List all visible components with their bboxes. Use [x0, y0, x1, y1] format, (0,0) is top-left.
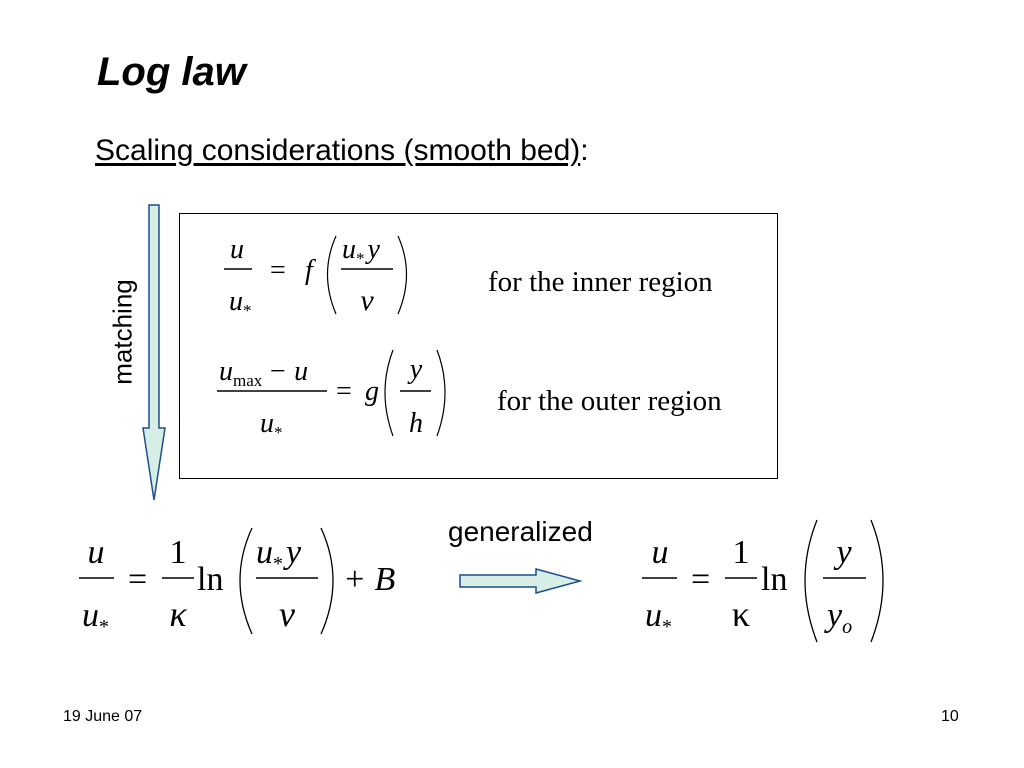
inner-equals: = [270, 255, 286, 286]
page-number: 10 [941, 708, 959, 725]
generalized-label: generalized [448, 516, 593, 547]
subtitle-suffix: : [580, 134, 589, 167]
gen-coef-den: κ [732, 594, 750, 634]
slide-title: Log law [97, 50, 246, 94]
footer-date: 19 June 07 [63, 708, 143, 725]
matching-arrow-icon [142, 204, 166, 501]
inner-lhs-den: u* [229, 286, 252, 320]
log-coef-num: 1 [170, 534, 187, 571]
matching-arrow-shape [142, 204, 166, 501]
inner-arg-num: u*y [342, 234, 381, 268]
generalized-arrow-shape [459, 568, 583, 594]
log-plus-const: + B [343, 561, 395, 598]
outer-lhs-num: umax− u [219, 356, 308, 390]
gen-equals: = [691, 561, 710, 598]
gen-arg-num: y [833, 534, 852, 571]
outer-region-label: for the outer region [497, 385, 722, 417]
inner-func: f [305, 255, 316, 286]
outer-func: g [365, 376, 379, 407]
log-equals: = [128, 561, 147, 598]
log-arg-den: ν [279, 594, 295, 634]
log-ln: ln [197, 561, 223, 598]
subtitle-underlined: Scaling considerations (smooth bed) [95, 134, 581, 167]
gen-ln: ln [761, 561, 787, 598]
log-coef-den: κ [169, 594, 187, 634]
log-law-equation: u u* = 1 κ ln u*y ν + B [79, 527, 395, 638]
slide-subtitle: Scaling considerations (smooth bed): [95, 134, 589, 168]
gen-arg-den: yo [824, 597, 852, 638]
gen-coef-num: 1 [733, 534, 750, 571]
gen-lhs-num: u [652, 534, 669, 571]
inner-arg-den: ν [360, 284, 374, 317]
inner-region-label: for the inner region [488, 266, 713, 298]
generalized-arrow-icon [459, 568, 583, 594]
outer-arg-num: y [407, 354, 423, 385]
outer-region-equation: umax− u u* = g y h [217, 349, 446, 442]
log-lhs-num: u [88, 534, 105, 571]
log-lhs-den: u* [82, 597, 109, 638]
outer-equals: = [336, 376, 352, 407]
inner-region-equation: u u* = f u*y ν [224, 234, 408, 320]
log-arg-num: u*y [256, 534, 302, 575]
matching-label: matching [107, 279, 138, 385]
scaling-box [179, 213, 778, 479]
outer-arg-den: h [409, 408, 423, 439]
gen-lhs-den: u* [645, 597, 672, 638]
outer-lhs-den: u* [260, 408, 283, 442]
generalized-log-law-equation: u u* = 1 κ ln y yo [642, 519, 884, 643]
inner-lhs-num: u [230, 234, 244, 265]
